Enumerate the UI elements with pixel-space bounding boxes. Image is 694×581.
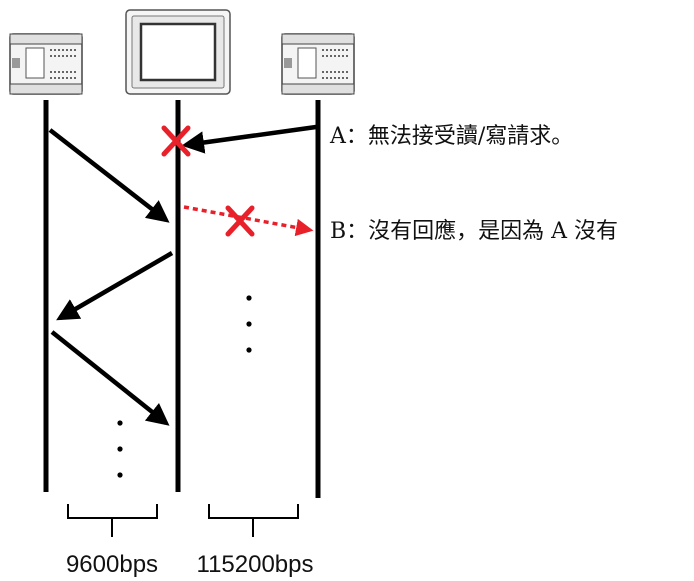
x-icon xyxy=(225,205,255,237)
arrow-response-b xyxy=(183,205,314,237)
hmi-panel-icon xyxy=(125,9,231,95)
bracket-right xyxy=(208,504,299,537)
right-plc-icon xyxy=(281,33,355,95)
baud-rate-left: 9600bps xyxy=(66,551,158,578)
arrow-left-to-hmi-1 xyxy=(48,128,170,223)
annotation-b: B：沒有回應，是因為 A 沒有 xyxy=(330,218,618,244)
continuation-dots-left xyxy=(117,420,123,478)
annotation-a: A：無法接受讀/寫請求。 xyxy=(329,124,573,149)
continuation-dots-right xyxy=(246,295,252,353)
x-icon xyxy=(161,125,191,157)
arrow-left-to-hmi-2 xyxy=(50,330,170,426)
arrow-hmi-to-left xyxy=(56,251,174,321)
baud-rate-right: 115200bps xyxy=(197,551,314,578)
left-plc-icon xyxy=(9,33,83,95)
arrow-request-a xyxy=(181,124,317,154)
bracket-left xyxy=(67,504,158,537)
